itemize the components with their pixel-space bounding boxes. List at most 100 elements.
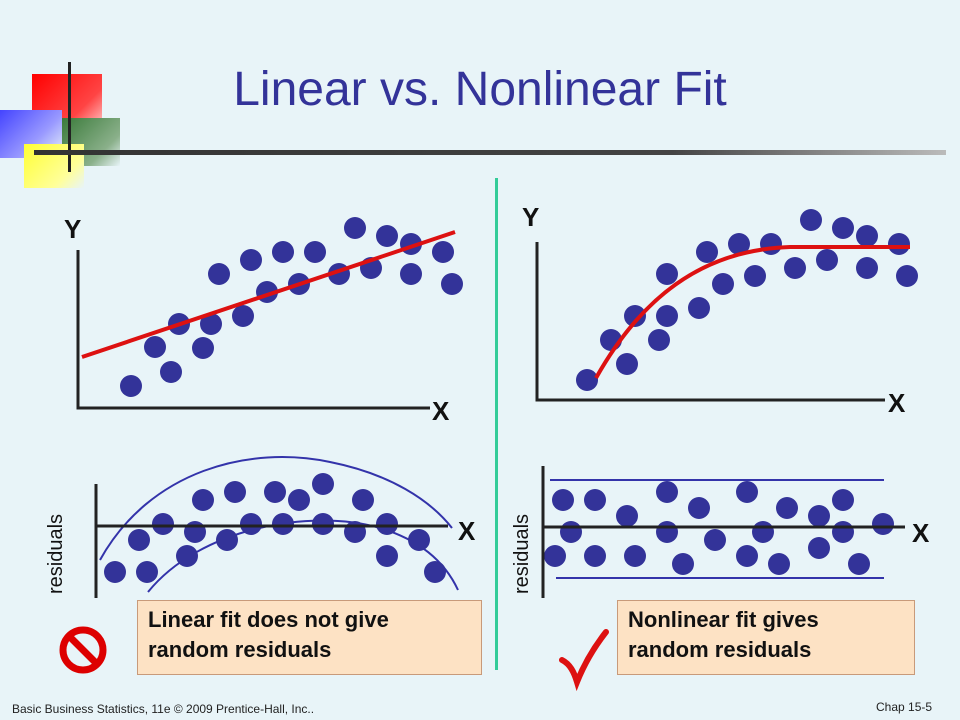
right-residual-point [560, 521, 582, 543]
nonlinear-fit-note: Nonlinear fit gives random residuals [617, 600, 915, 675]
left-residual-point [264, 481, 286, 503]
right-residual-y-label: residuals [511, 514, 533, 594]
nonlinear-fit-note-line-1: Nonlinear fit gives [628, 607, 819, 632]
page-title: Linear vs. Nonlinear Fit [233, 63, 727, 116]
left-scatter-point [400, 263, 422, 285]
right-scatter-point [576, 369, 598, 391]
right-residual-point [808, 505, 830, 527]
linear-fit-note: Linear fit does not give random residual… [137, 600, 482, 675]
left-residual-point [376, 545, 398, 567]
left-scatter-point [144, 336, 166, 358]
right-scatter-point [696, 241, 718, 263]
left-residual-point [216, 529, 238, 551]
left-residual-point [184, 521, 206, 543]
right-residual-point [656, 521, 678, 543]
left-residual-point [136, 561, 158, 583]
right-residual-point [584, 545, 606, 567]
left-x-label: X [432, 396, 450, 426]
right-scatter-point [856, 257, 878, 279]
left-scatter-point [192, 337, 214, 359]
left-residual-point [192, 489, 214, 511]
left-scatter-axes [76, 250, 430, 410]
right-scatter-point [832, 217, 854, 239]
right-scatter-point [656, 263, 678, 285]
right-residual-point [552, 489, 574, 511]
right-residual-point [872, 513, 894, 535]
left-residual-point [128, 529, 150, 551]
right-residual-point [752, 521, 774, 543]
linear-fit-note-line-1: Linear fit does not give [148, 607, 389, 632]
right-residual-point [704, 529, 726, 551]
right-residual-point [672, 553, 694, 575]
left-residual-point [152, 513, 174, 535]
title-rule [34, 150, 946, 155]
no-sign-icon [59, 626, 107, 674]
left-scatter-point [272, 241, 294, 263]
left-scatter-points [120, 217, 463, 397]
left-scatter-point [304, 241, 326, 263]
left-scatter-point [160, 361, 182, 383]
deco-vertical-line [68, 62, 71, 172]
right-scatter-point [688, 297, 710, 319]
right-residual-point [656, 481, 678, 503]
footer-chapter: Chap 15-5 [876, 700, 933, 714]
right-residual-point [736, 481, 758, 503]
right-residual-point [832, 489, 854, 511]
left-residual-x-label: X [458, 516, 476, 546]
panel-divider [495, 178, 498, 670]
right-scatter-axes [535, 242, 885, 402]
left-residual-point [224, 481, 246, 503]
nonlinear-fit-curve [594, 245, 910, 379]
left-scatter-point [441, 273, 463, 295]
right-scatter-point [728, 233, 750, 255]
left-residual-point [376, 513, 398, 535]
right-residual-point [808, 537, 830, 559]
right-residual-point [544, 545, 566, 567]
left-scatter-point [200, 313, 222, 335]
right-residual-point [832, 521, 854, 543]
left-residual-point [424, 561, 446, 583]
right-residual-x-label: X [912, 518, 930, 548]
right-residual-point [688, 497, 710, 519]
right-scatter-point [888, 233, 910, 255]
left-residual-point [352, 489, 374, 511]
left-residual-point [272, 513, 294, 535]
left-scatter-point [232, 305, 254, 327]
right-scatter-point [856, 225, 878, 247]
right-scatter-point [784, 257, 806, 279]
right-residual-point [584, 489, 606, 511]
right-scatter-point [744, 265, 766, 287]
right-scatter-point [648, 329, 670, 351]
left-scatter-point [240, 249, 262, 271]
left-residual-y-label: residuals [45, 514, 67, 594]
left-residual-point [408, 529, 430, 551]
right-residual-point [624, 545, 646, 567]
left-residual-point [312, 473, 334, 495]
left-scatter-point [120, 375, 142, 397]
right-scatter-points [576, 209, 918, 391]
right-residual-point [736, 545, 758, 567]
left-scatter-point [208, 263, 230, 285]
left-residual-point [288, 489, 310, 511]
right-scatter-point [656, 305, 678, 327]
check-mark-icon [559, 629, 609, 692]
left-scatter-point [376, 225, 398, 247]
footer-citation: Basic Business Statistics, 11e © 2009 Pr… [12, 702, 315, 716]
right-scatter-point [616, 353, 638, 375]
left-residual-point [344, 521, 366, 543]
left-scatter-point [432, 241, 454, 263]
left-scatter-point [344, 217, 366, 239]
right-scatter-point [816, 249, 838, 271]
linear-fit-note-line-2: random residuals [148, 637, 332, 662]
left-residual-point [176, 545, 198, 567]
right-scatter-point [760, 233, 782, 255]
left-residual-band-upper [99, 456, 453, 561]
linear-fit-line [81, 230, 456, 359]
left-residual-points [104, 473, 446, 583]
left-y-label: Y [64, 214, 81, 244]
right-scatter-point [896, 265, 918, 287]
right-x-label: X [888, 388, 906, 418]
right-y-label: Y [522, 202, 539, 232]
left-residual-point [312, 513, 334, 535]
left-residual-point [240, 513, 262, 535]
